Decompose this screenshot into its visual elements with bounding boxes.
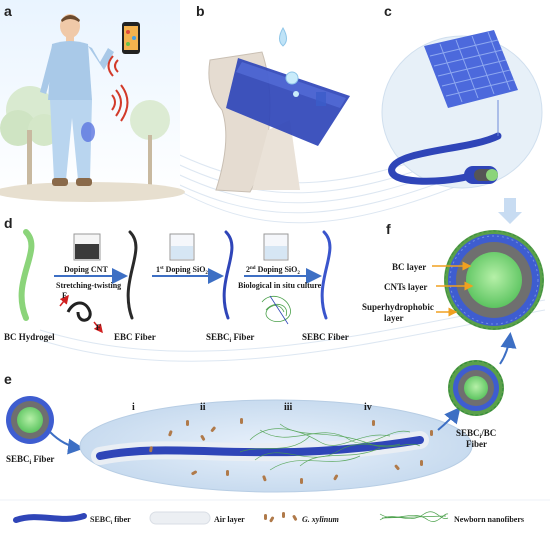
legend: SEBCi fiber Air layer G. xylinum Newborn…	[0, 499, 550, 526]
sebci-fiber-in-culture	[96, 436, 424, 460]
sebci-fiber-strand	[222, 230, 234, 320]
beaker-sio2-1-icon	[169, 233, 195, 261]
droplet-icon	[285, 71, 299, 85]
arrow-into-culture	[49, 431, 84, 455]
panel-label-e: e	[4, 371, 12, 387]
background-waves	[39, 119, 546, 362]
layer-label-layer: layer	[384, 313, 404, 323]
panel-label-c: c	[384, 3, 392, 19]
arrow-c-to-f	[498, 198, 522, 224]
step1-bottom-label: Stretching-twisting	[56, 281, 121, 290]
fiber-cross-section-large	[444, 230, 544, 330]
twisting-illustration: F F	[59, 291, 103, 334]
legend-gx-label: G. xylinum	[302, 515, 339, 524]
beaker-sio2-2-icon	[263, 233, 289, 261]
stage-label-sebci-fiber: SEBCi Fiber	[206, 332, 254, 344]
panel-label-f: f	[386, 221, 391, 237]
step3-bottom-label: Biological in situ culture	[238, 281, 322, 290]
stage-iv: iv	[364, 402, 372, 413]
panel-c: c	[381, 3, 543, 189]
arrow-out-culture	[437, 406, 461, 431]
legend-item-g-xylinum: G. xylinum	[264, 512, 339, 524]
legend-air-label: Air layer	[214, 515, 245, 524]
tree-illustration	[0, 86, 170, 190]
panel-label-a: a	[4, 3, 12, 19]
fiber-loop	[388, 132, 502, 185]
sebci-fiber-label: SEBCi Fiber	[6, 454, 54, 466]
panel-a: a	[0, 0, 185, 202]
newborn-nanofibers	[239, 423, 421, 471]
sebci-bc-fiber-label-line2: Fiber	[466, 439, 487, 449]
step2-label: 1st Doping SiO2	[156, 265, 208, 276]
panel-b: b	[196, 3, 350, 193]
stage-iii: iii	[284, 402, 293, 413]
person-illustration	[40, 14, 114, 186]
panel-e: e SEBCi Fiber i ii iii iv	[4, 360, 504, 493]
panel-d: d Doping CNT Stretching-twisting F F 1st…	[4, 215, 349, 344]
legend-item-sebci-fiber: SEBCi fiber	[13, 513, 131, 526]
step1-top-label: Doping CNT	[64, 265, 108, 274]
svg-text:SEBCi fiber: SEBCi fiber	[90, 515, 131, 526]
water-drop-icon	[279, 27, 287, 47]
smartphone-icon	[122, 22, 140, 54]
stage-label-sebc-fiber: SEBC Fiber	[302, 332, 349, 342]
force-label-2: F	[96, 323, 101, 332]
legend-item-air-layer: Air layer	[149, 511, 245, 525]
panel-label-b: b	[196, 3, 205, 19]
fabric-patch	[226, 58, 350, 146]
stage-ii: ii	[200, 402, 206, 413]
nanofiber-tangle-icon	[261, 295, 291, 325]
force-label-1: F	[62, 291, 67, 300]
legend-nanofiber-label: Newborn nanofibers	[454, 515, 524, 524]
woven-fabric	[424, 30, 518, 108]
sebc-fiber-strand	[320, 230, 332, 320]
ebc-fiber-strand	[126, 230, 138, 320]
sebci-cross-section	[6, 396, 54, 444]
stage-label-bc-hydrogel: BC Hydrogel	[4, 332, 55, 342]
stage-i: i	[132, 402, 135, 413]
stage-label-ebc-fiber: EBC Fiber	[114, 332, 156, 342]
sebci-bc-fiber-label: SEBCi/BC	[456, 428, 496, 440]
fiber-cross-section	[464, 166, 498, 184]
layer-label-bc: BC layer	[392, 262, 426, 272]
legend-item-newborn-nanofibers: Newborn nanofibers	[379, 511, 524, 524]
layer-label-cnts: CNTs layer	[384, 282, 427, 292]
layer-label-superhydrophobic: Superhydrophobic	[362, 302, 434, 312]
g-xylinum-bacteria	[149, 418, 433, 484]
step3-top-label: 2nd Doping SiO2	[246, 265, 300, 276]
beaker-cnt-icon	[73, 233, 101, 261]
sebci-bc-cross-section	[448, 360, 504, 416]
arrow-e-to-f	[499, 332, 517, 365]
bc-hydrogel-strand	[18, 229, 35, 321]
wireless-signal-icon	[107, 55, 129, 122]
panel-label-d: d	[4, 215, 13, 231]
panel-f: f BC layer CNTs layer Superhydrophobic l…	[362, 221, 544, 330]
